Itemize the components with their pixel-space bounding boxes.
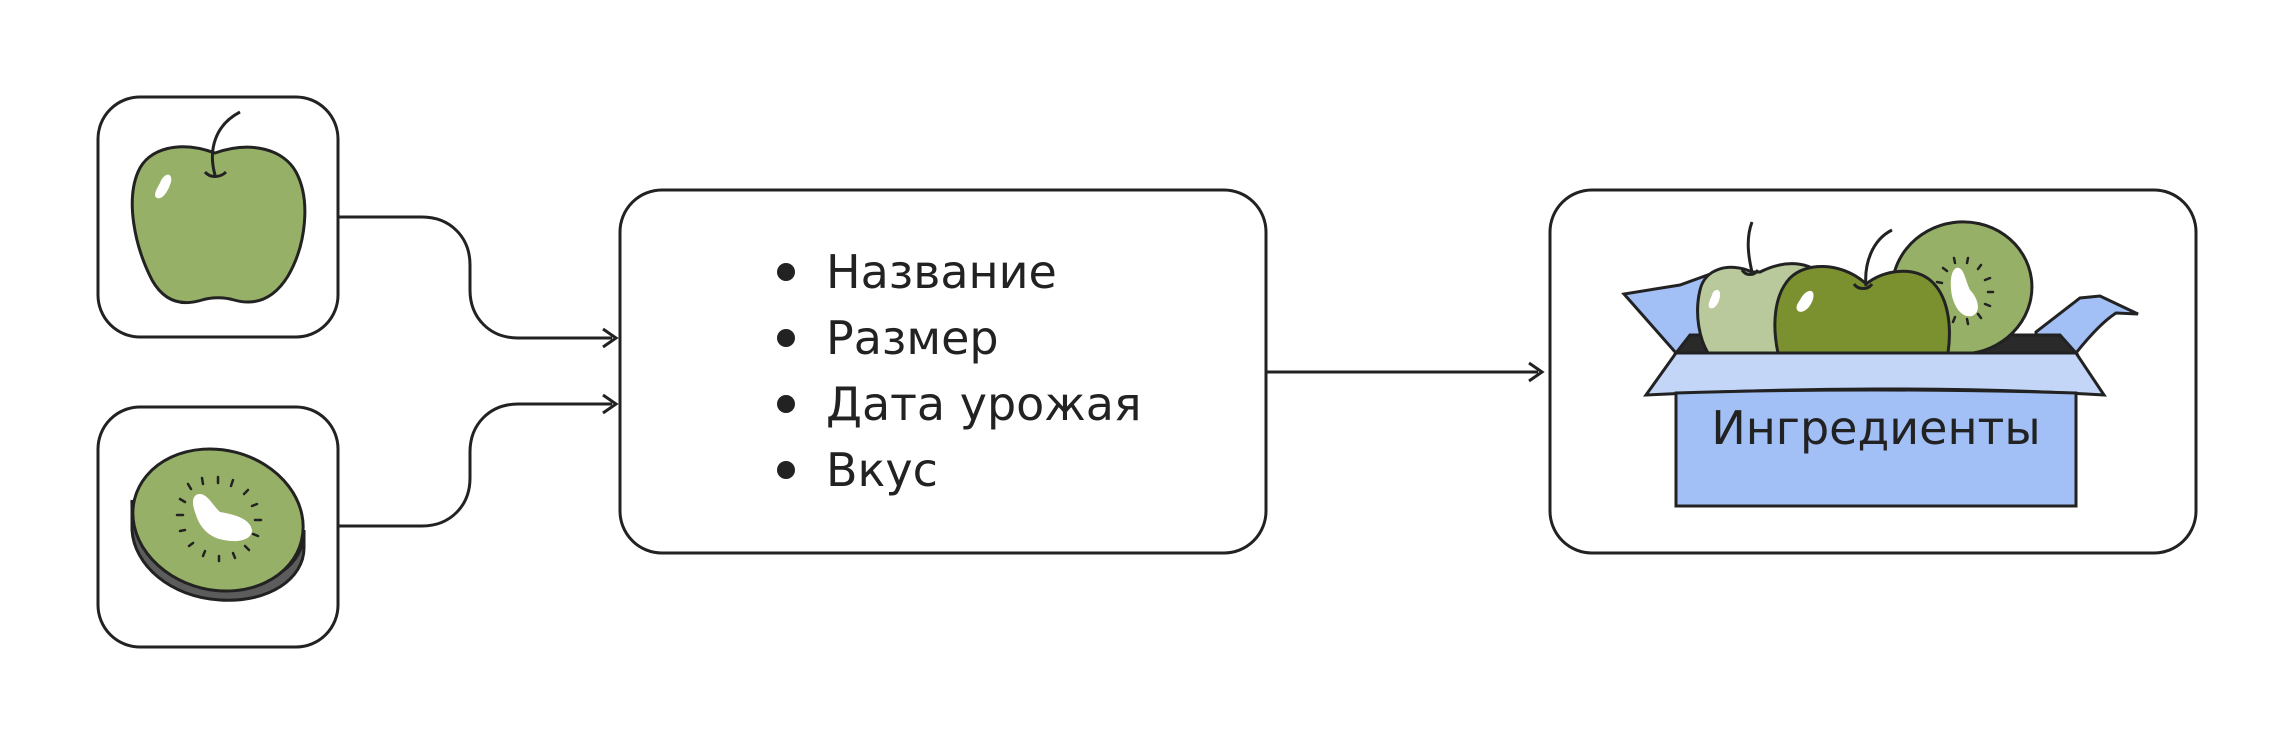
bullet <box>777 329 795 347</box>
bullet <box>777 461 795 479</box>
attribute-item: Название <box>777 245 1057 299</box>
attribute-size-label: Размер <box>826 311 999 365</box>
attributes-card: Название Размер Дата урожая Вкус <box>618 188 1268 555</box>
kiwi-input-card <box>96 405 340 649</box>
bullet <box>777 395 795 413</box>
kiwi-icon <box>130 447 306 602</box>
bullet <box>777 263 795 281</box>
connector-apple-to-attributes <box>338 215 619 349</box>
attribute-item: Дата урожая <box>777 377 1142 431</box>
fruit-crate-icon: Ингредиенты <box>1621 220 2139 508</box>
attribute-item: Размер <box>777 311 999 365</box>
apple-input-card <box>96 95 340 339</box>
attribute-list: Название Размер Дата урожая Вкус <box>777 245 1142 497</box>
attribute-item: Вкус <box>777 443 938 497</box>
attribute-harvest-date-label: Дата урожая <box>826 377 1142 431</box>
connector-kiwi-to-attributes <box>338 393 619 528</box>
connector-attributes-to-crate <box>1266 361 1545 383</box>
crate-label: Ингредиенты <box>1711 401 2040 455</box>
crate-output-card: Ингредиенты <box>1548 188 2198 555</box>
attribute-name-label: Название <box>826 245 1057 299</box>
attribute-taste-label: Вкус <box>826 443 938 497</box>
apple-icon <box>130 110 307 305</box>
